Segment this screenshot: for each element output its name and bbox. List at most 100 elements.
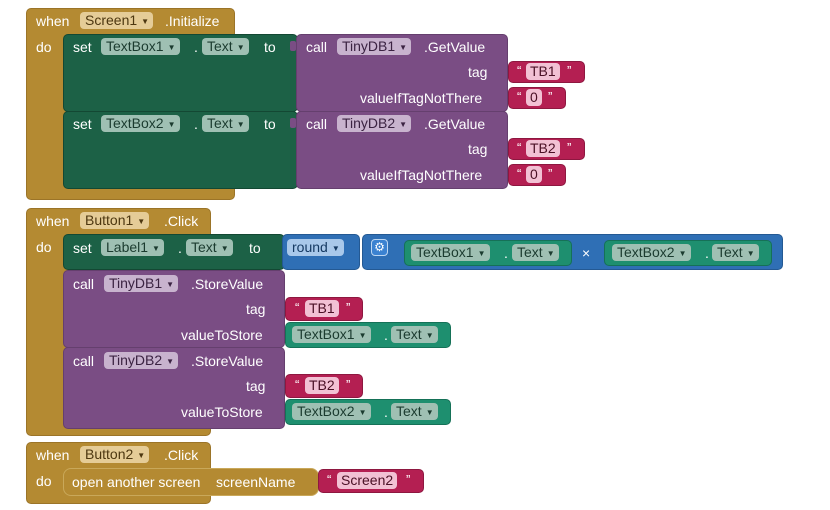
component-dropdown-textbox2[interactable]: TextBox2▼ xyxy=(101,115,180,132)
property-dropdown-text[interactable]: Text▼ xyxy=(391,403,438,420)
dropdown-value: Text xyxy=(207,115,233,131)
component-dropdown-button2[interactable]: Button2▼ xyxy=(80,446,150,463)
dropdown-value: TinyDB1 xyxy=(109,275,163,291)
property-dropdown-text[interactable]: Text▼ xyxy=(186,239,233,256)
dropdown-value: Button2 xyxy=(85,446,134,462)
text-field-zero[interactable]: 0 xyxy=(526,166,542,183)
open-another-screen-label: open another screen xyxy=(72,474,201,490)
socket-connector xyxy=(290,118,296,128)
chevron-down-icon: ▼ xyxy=(425,331,434,340)
do-label: do xyxy=(36,239,52,255)
component-dropdown-textbox2[interactable]: TextBox2▼ xyxy=(612,244,691,261)
to-label: to xyxy=(264,39,276,55)
db-dropdown-tinydb2[interactable]: TinyDB2▼ xyxy=(104,352,179,369)
chevron-down-icon: ▼ xyxy=(358,408,367,417)
default-label: valueIfTagNotThere xyxy=(360,167,483,183)
chevron-down-icon: ▼ xyxy=(546,249,555,258)
quote-open-icon: “ xyxy=(517,89,522,104)
dropdown-value: Button1 xyxy=(85,212,134,228)
db-dropdown-tinydb2[interactable]: TinyDB2▼ xyxy=(337,115,412,132)
db-dropdown-tinydb1[interactable]: TinyDB1▼ xyxy=(104,275,179,292)
set-textbox2-text-block[interactable] xyxy=(63,111,298,189)
dot-label: . xyxy=(384,327,388,343)
chevron-down-icon: ▼ xyxy=(331,244,340,253)
quote-close-icon: ” xyxy=(346,300,351,315)
chevron-down-icon: ▼ xyxy=(166,280,175,289)
property-dropdown-text[interactable]: Text▼ xyxy=(512,244,559,261)
event-block-body-2 xyxy=(27,232,63,431)
method-label: .StoreValue xyxy=(191,276,264,292)
tag-label: tag xyxy=(468,141,488,157)
quote-close-icon: ” xyxy=(567,63,572,78)
dropdown-value: TextBox1 xyxy=(416,244,474,260)
dot-label: . xyxy=(705,245,709,261)
set-label: set xyxy=(73,116,92,132)
method-label: .StoreValue xyxy=(191,353,264,369)
open-another-screen-block[interactable] xyxy=(63,468,319,496)
component-dropdown-textbox1[interactable]: TextBox1▼ xyxy=(292,326,371,343)
text-field-zero[interactable]: 0 xyxy=(526,89,542,106)
dropdown-value: TextBox2 xyxy=(297,403,355,419)
mutator-gear-icon[interactable]: ⚙ xyxy=(371,239,388,256)
chevron-down-icon: ▼ xyxy=(167,120,176,129)
chevron-down-icon: ▼ xyxy=(167,43,176,52)
component-dropdown-textbox2[interactable]: TextBox2▼ xyxy=(292,403,371,420)
component-dropdown-textbox1[interactable]: TextBox1▼ xyxy=(411,244,490,261)
dropdown-value: Text xyxy=(396,403,422,419)
when-label: when xyxy=(36,447,70,463)
tag-label: tag xyxy=(468,64,488,80)
dot-label: . xyxy=(178,240,182,256)
quote-open-icon: “ xyxy=(327,472,332,487)
property-dropdown-text[interactable]: Text▼ xyxy=(712,244,759,261)
event-block-body-3 xyxy=(27,466,63,498)
dot-label: . xyxy=(194,39,198,55)
chevron-down-icon: ▼ xyxy=(399,43,408,52)
dropdown-value: TextBox2 xyxy=(106,115,164,131)
call-label: call xyxy=(306,116,328,132)
value-to-store-label: valueToStore xyxy=(181,327,263,343)
property-dropdown-text[interactable]: Text▼ xyxy=(202,38,249,55)
dropdown-value: Text xyxy=(207,38,233,54)
set-label: set xyxy=(73,39,92,55)
method-label: .GetValue xyxy=(424,116,486,132)
dropdown-value: Screen1 xyxy=(85,12,138,28)
event-block-body-1 xyxy=(27,32,63,188)
dropdown-value: TinyDB2 xyxy=(109,352,163,368)
to-label: to xyxy=(264,116,276,132)
quote-open-icon: “ xyxy=(517,140,522,155)
default-label: valueIfTagNotThere xyxy=(360,90,483,106)
chevron-down-icon: ▼ xyxy=(236,43,245,52)
quote-close-icon: ” xyxy=(548,89,553,104)
chevron-down-icon: ▼ xyxy=(477,249,486,258)
chevron-down-icon: ▼ xyxy=(137,451,146,460)
set-label1-text-block[interactable] xyxy=(63,234,285,270)
component-dropdown-button1[interactable]: Button1▼ xyxy=(80,212,150,229)
property-dropdown-text[interactable]: Text▼ xyxy=(391,326,438,343)
dot-label: . xyxy=(504,245,508,261)
chevron-down-icon: ▼ xyxy=(220,244,229,253)
math-op-dropdown-round[interactable]: round▼ xyxy=(287,239,344,256)
event-name-label: .Click xyxy=(164,213,199,229)
chevron-down-icon: ▼ xyxy=(358,331,367,340)
dropdown-value: TinyDB2 xyxy=(342,115,396,131)
when-label: when xyxy=(36,13,70,29)
component-dropdown-label1[interactable]: Label1▼ xyxy=(101,239,164,256)
method-label: .GetValue xyxy=(424,39,486,55)
dropdown-value: Text xyxy=(717,244,743,260)
text-field-tb1[interactable]: TB1 xyxy=(305,300,339,317)
db-dropdown-tinydb1[interactable]: TinyDB1▼ xyxy=(337,38,412,55)
to-label: to xyxy=(249,240,261,256)
component-dropdown-screen1[interactable]: Screen1▼ xyxy=(80,12,154,29)
chevron-down-icon: ▼ xyxy=(166,357,175,366)
property-dropdown-text[interactable]: Text▼ xyxy=(202,115,249,132)
set-textbox1-text-block[interactable] xyxy=(63,34,298,112)
text-field-tb2[interactable]: TB2 xyxy=(526,140,560,157)
call-label: call xyxy=(73,276,95,292)
text-field-tb1[interactable]: TB1 xyxy=(526,63,560,80)
text-field-tb2[interactable]: TB2 xyxy=(305,377,339,394)
text-field-screen2[interactable]: Screen2 xyxy=(337,472,398,489)
chevron-down-icon: ▼ xyxy=(152,244,160,253)
component-dropdown-textbox1[interactable]: TextBox1▼ xyxy=(101,38,180,55)
tag-label: tag xyxy=(246,378,266,394)
socket-connector xyxy=(290,41,296,51)
